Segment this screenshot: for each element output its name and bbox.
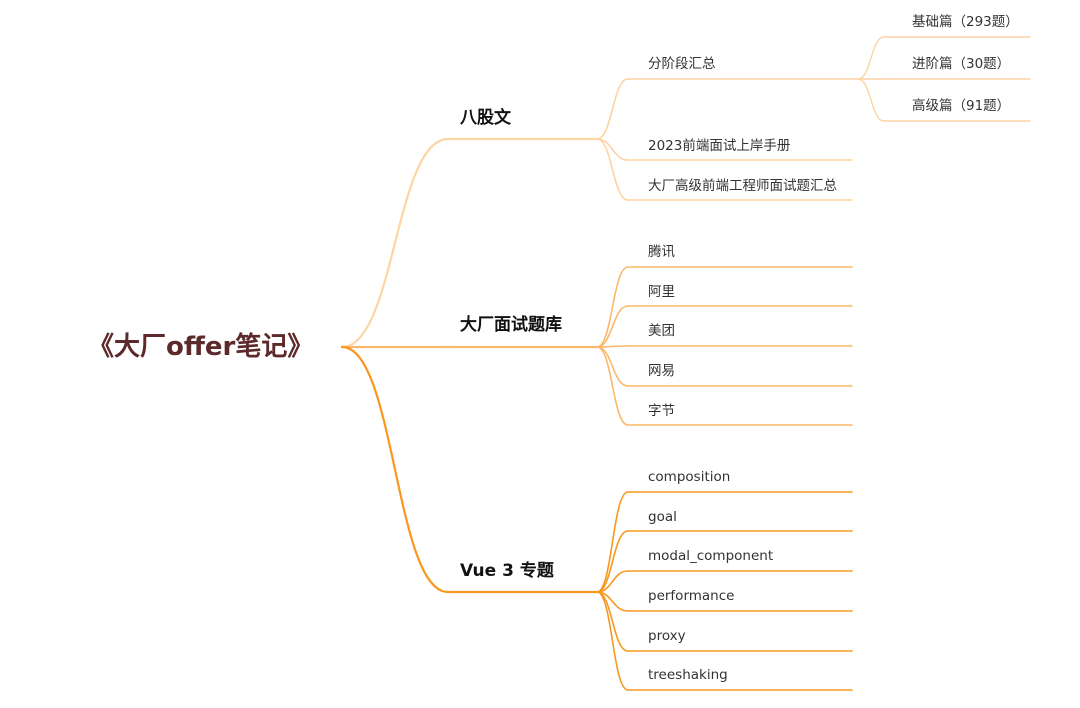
leaf-node-meituan[interactable]: 美团 xyxy=(648,323,675,339)
branch-to-leaf-connector xyxy=(596,530,629,593)
leaf-node-handbook-2023[interactable]: 2023前端面试上岸手册 xyxy=(648,137,790,154)
branch-node-vue3[interactable]: Vue 3 专题 xyxy=(460,560,555,581)
root-node[interactable]: 《大厂offer笔记》 xyxy=(88,331,313,362)
branch-to-leaf-connector xyxy=(596,78,629,140)
leaf-node-tencent[interactable]: 腾讯 xyxy=(648,243,676,260)
root-to-branch-connector xyxy=(340,345,450,594)
leaf-node-alibaba[interactable]: 阿里 xyxy=(648,284,675,300)
leaf-node-composition[interactable]: composition xyxy=(648,469,730,485)
leaf-node-proxy[interactable]: proxy xyxy=(648,628,686,644)
leaf-node-performance[interactable]: performance xyxy=(648,588,734,604)
branch-node-interview-bank[interactable]: 大厂面试题库 xyxy=(460,314,562,335)
leaf-node-bytedance[interactable]: 字节 xyxy=(648,403,675,419)
branch-to-leaf-connector xyxy=(596,491,629,593)
leaf-node-netease[interactable]: 网易 xyxy=(648,363,675,379)
leaf-node-stage-summary[interactable]: 分阶段汇总 xyxy=(648,56,716,72)
leaf-node-senior-questions[interactable]: 大厂高级前端工程师面试题汇总 xyxy=(648,177,837,194)
branch-to-leaf-connector xyxy=(596,570,629,593)
branch-to-leaf-connector xyxy=(596,346,629,426)
root-to-branch-connector xyxy=(340,137,450,349)
branch-to-leaf-connector xyxy=(596,266,629,348)
sub-leaf-node-advanced[interactable]: 高级篇（91题） xyxy=(912,97,1010,114)
sub-leaf-node-basic[interactable]: 基础篇（293题） xyxy=(912,13,1019,30)
leaf-to-subleaf-connector xyxy=(857,78,885,122)
branch-node-baguwen[interactable]: 八股文 xyxy=(460,107,512,128)
leaf-node-modal-component[interactable]: modal_component xyxy=(648,548,773,564)
branch-to-leaf-connector xyxy=(596,305,629,348)
branch-to-leaf-connector xyxy=(596,591,629,691)
sub-leaf-node-intermediate[interactable]: 进阶篇（30题） xyxy=(912,56,1010,72)
branch-to-leaf-connector xyxy=(596,138,629,201)
branch-to-leaf-connector xyxy=(596,346,629,387)
leaf-to-subleaf-connector xyxy=(857,36,885,80)
leaf-node-treeshaking[interactable]: treeshaking xyxy=(648,667,728,683)
leaf-node-goal[interactable]: goal xyxy=(648,509,677,525)
